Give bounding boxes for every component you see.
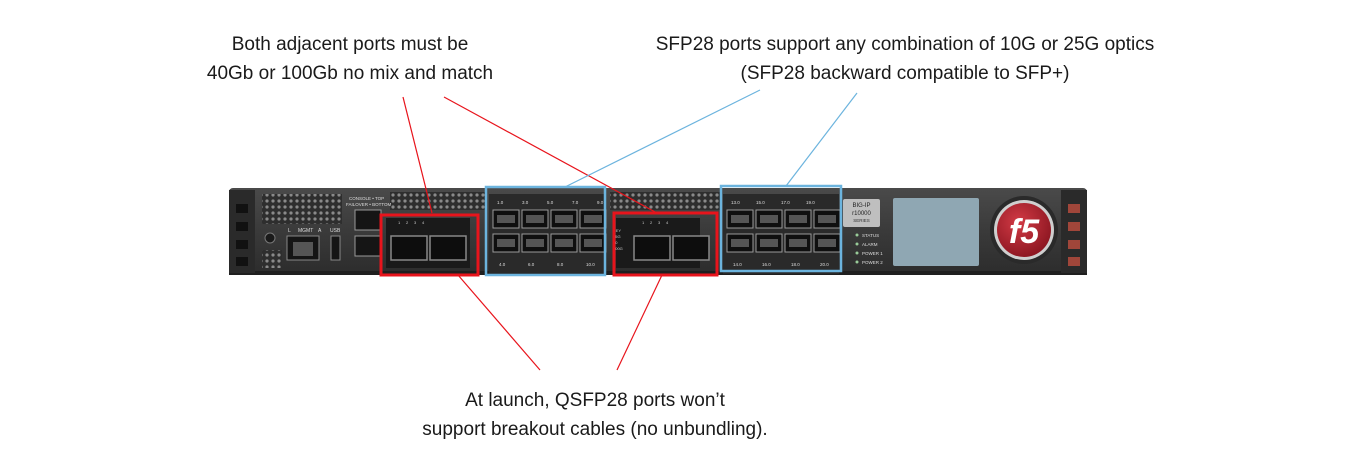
qsfp-port-3[interactable]	[633, 235, 671, 261]
key-label-4: 100G	[613, 246, 623, 251]
key-label-2: 25G	[613, 234, 621, 239]
red-line-4	[616, 274, 663, 371]
sfp-group-2: 13.0 15.0 17.0 19.0 14.0 16.0 18.0 20.0	[723, 194, 841, 274]
sfp2-top-label-3: 17.0	[781, 200, 790, 205]
model-badge: BIG-IP r10000 SERIES	[843, 199, 880, 227]
callout-bottom-line-2: support breakout cables (no unbundling).	[422, 419, 768, 440]
chassis-bottom-lip	[229, 271, 1087, 275]
red-box-qsfp-1	[379, 213, 480, 277]
qsfp1-num-1: 1	[398, 220, 401, 225]
red-line-2	[443, 96, 658, 214]
model-line-3: SERIES	[853, 218, 870, 223]
left-rack-ear	[229, 190, 255, 273]
qsfp2-num-4: 4	[666, 220, 669, 225]
vent-left	[262, 194, 342, 224]
logo-text: f5	[1009, 213, 1040, 251]
sfp1-bottom-label-2: 6.0	[528, 262, 535, 267]
vent-top-mid2	[610, 192, 720, 210]
callout-bottom-line-1: At launch, QSFP28 ports won’t	[465, 390, 725, 411]
sfp2-top-label-2: 15.0	[756, 200, 765, 205]
callout-top-right-line-1: SFP28 ports support any combination of 1…	[655, 34, 1155, 55]
mgmt-l-label: L	[288, 228, 291, 234]
vent-top-mid1	[390, 192, 485, 210]
sfp1-top-label-3: 5.0	[547, 200, 554, 205]
sfp1-bottom-label-1: 4.0	[499, 262, 506, 267]
console-label: CONSOLE • TOP	[349, 196, 384, 201]
qsfp-group-1: 1 2 3 4	[386, 218, 470, 268]
f5-logo: f5	[990, 196, 1058, 264]
red-line-3	[457, 274, 541, 371]
usb-port[interactable]	[330, 235, 341, 261]
status-leds: STATUS ALARM POWER 1 POWER 2	[855, 233, 883, 265]
qsfp2-num-3: 3	[658, 220, 661, 225]
sfp2-bottom-label-2: 16.0	[762, 262, 771, 267]
sfp1-bottom-label-3: 8.0	[557, 262, 564, 267]
sfp1-top-label-4: 7.0	[572, 200, 579, 205]
qsfp-port-1[interactable]	[390, 235, 428, 261]
key-label-1: KEY	[613, 228, 621, 233]
qsfp-group-2: 1 2 3 4	[616, 218, 710, 268]
qsfp-port-4[interactable]	[672, 235, 710, 261]
console-port[interactable]	[354, 209, 382, 231]
sfp1-top-label-5: 9.0	[597, 200, 604, 205]
model-line-2: r10000	[852, 211, 871, 217]
sfp1-top-label-1: 1.0	[497, 200, 504, 205]
qsfp1-num-3: 3	[414, 220, 417, 225]
blue-box-sfp-1	[484, 185, 607, 277]
blue-line-2	[785, 92, 858, 187]
failover-label: FAILOVER • BOTTOM	[346, 202, 392, 207]
model-line-1: BIG-IP	[852, 203, 870, 209]
blue-box-sfp-2	[719, 184, 843, 273]
sfp1-bottom-label-4: 10.0	[586, 262, 595, 267]
sfp2-bottom-label-3: 18.0	[791, 262, 800, 267]
status-label: STATUS	[862, 233, 879, 238]
red-line-1	[402, 96, 433, 214]
alarm-label: ALARM	[862, 242, 878, 247]
blue-line-1	[564, 89, 761, 188]
power-button[interactable]	[264, 232, 276, 244]
sfp-group-1: 1.0 3.0 5.0 7.0 9.0 4.0 6.0 8.0 10.0	[489, 194, 607, 274]
mgmt-a-label: A	[318, 228, 322, 234]
vent-bottom-left	[262, 250, 282, 268]
qsfp1-num-4: 4	[422, 220, 425, 225]
power2-label: POWER 2	[862, 260, 883, 265]
qsfp1-num-2: 2	[406, 220, 409, 225]
power1-label: POWER 1	[862, 251, 883, 256]
usb-label: USB	[330, 228, 341, 234]
lcd-screen	[893, 198, 979, 266]
sfp2-bottom-label-1: 14.0	[733, 262, 742, 267]
qsfp2-num-1: 1	[642, 220, 645, 225]
qsfp-port-2[interactable]	[429, 235, 467, 261]
sfp1-top-label-2: 3.0	[522, 200, 529, 205]
red-box-qsfp-2	[612, 211, 719, 277]
callout-top-right: SFP28 ports support any combination of 1…	[560, 30, 1250, 88]
failover-port[interactable]	[354, 235, 382, 257]
sfp2-top-label-1: 13.0	[731, 200, 740, 205]
callout-top-left-line-1: Both adjacent ports must be	[231, 34, 469, 55]
callout-top-left-line-2: 40Gb or 100Gb no mix and match	[206, 63, 494, 84]
callout-top-right-line-2: (SFP28 backward compatible to SFP+)	[740, 63, 1070, 84]
sfp2-top-label-4: 19.0	[806, 200, 815, 205]
mgmt-label: MGMT	[298, 228, 313, 234]
qsfp2-num-2: 2	[650, 220, 653, 225]
sfp2-bottom-label-4: 20.0	[820, 262, 829, 267]
callout-bottom: At launch, QSFP28 ports won’t support br…	[330, 386, 860, 444]
callout-top-left: Both adjacent ports must be 40Gb or 100G…	[150, 30, 550, 88]
right-rack-ear	[1061, 190, 1087, 273]
key-label-3: 40	[613, 240, 618, 245]
